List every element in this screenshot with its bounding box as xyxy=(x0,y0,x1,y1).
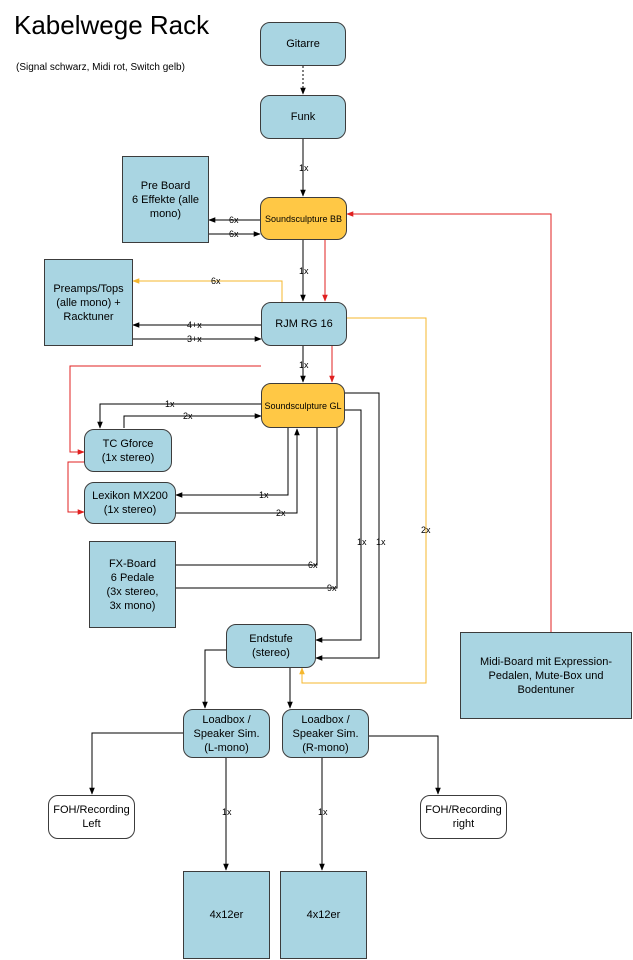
label-gl-tc-2: 2x xyxy=(183,411,193,421)
switch-rjm-end xyxy=(299,317,427,684)
link-gl-lex-2 xyxy=(176,428,300,514)
midi-board-bb xyxy=(346,211,552,632)
label-gl-tc-1: 1x xyxy=(165,399,175,409)
link-gl-end-2 xyxy=(315,392,380,661)
node-soundsculpture-gl: Soundsculpture GL xyxy=(261,383,345,428)
node-pre-board: Pre Board 6 Effekte (alle mono) xyxy=(122,156,209,243)
node-foh-right: FOH/Recording right xyxy=(420,795,507,839)
label-loadl-cab: 1x xyxy=(222,807,232,817)
node-funk: Funk xyxy=(260,95,346,139)
link-gl-lex-1 xyxy=(175,428,289,498)
link-fx-gl-1 xyxy=(176,428,318,566)
link-gl-tc-2 xyxy=(123,413,262,428)
label-switch-end: 2x xyxy=(421,525,431,535)
label-gl-end-2: 1x xyxy=(376,537,386,547)
label-rjm-preamps-2: 3+x xyxy=(187,334,202,344)
node-rjm-rg16: RJM RG 16 xyxy=(261,302,347,346)
switch-rjm-preamps xyxy=(132,278,283,302)
node-loadbox-right: Loadbox / Speaker Sim. (R-mono) xyxy=(282,709,369,758)
node-cabinet-right: 4x12er xyxy=(280,871,367,959)
label-fx-gl-2: 9x xyxy=(327,583,337,593)
node-midi-board: Midi-Board mit Expression- Pedalen, Mute… xyxy=(460,632,632,719)
label-gl-lex-1: 1x xyxy=(259,490,269,500)
midi-rjm-tc xyxy=(69,365,261,455)
midi-tc-lex xyxy=(67,461,85,515)
label-funk-bb: 1x xyxy=(299,163,309,173)
node-loadbox-left: Loadbox / Speaker Sim. (L-mono) xyxy=(183,709,270,758)
label-loadr-cab: 1x xyxy=(318,807,328,817)
label-bb-rjm: 1x xyxy=(299,266,309,276)
diagram-legend: (Signal schwarz, Midi rot, Switch gelb) xyxy=(16,62,185,73)
node-soundsculpture-bb: Soundsculpture BB xyxy=(260,197,347,240)
link-end-loadl xyxy=(202,649,226,709)
node-cabinet-left: 4x12er xyxy=(183,871,270,959)
link-loadr-foh xyxy=(369,735,441,795)
node-tc-gforce: TC Gforce (1x stereo) xyxy=(84,429,172,472)
label-gl-lex-2: 2x xyxy=(276,508,286,518)
node-endstufe: Endstufe (stereo) xyxy=(226,624,316,668)
label-rjm-preamps-switch: 6x xyxy=(211,276,221,286)
link-gl-tc-1 xyxy=(97,403,261,429)
label-fx-gl-1: 6x xyxy=(308,560,318,570)
link-fx-gl-2 xyxy=(176,428,338,589)
label-rjm-preamps-1: 4+x xyxy=(187,320,202,330)
node-fx-board: FX-Board 6 Pedale (3x stereo, 3x mono) xyxy=(89,541,176,628)
node-foh-left: FOH/Recording Left xyxy=(48,795,135,839)
node-gitarre: Gitarre xyxy=(260,22,346,66)
diagram-title: Kabelwege Rack xyxy=(14,10,210,40)
node-preamps: Preamps/Tops (alle mono) + Racktuner xyxy=(44,259,133,346)
label-rjm-gl: 1x xyxy=(299,360,309,370)
link-loadl-foh xyxy=(89,732,183,795)
node-lexikon: Lexikon MX200 (1x stereo) xyxy=(84,482,176,524)
label-bb-pre-1: 6x xyxy=(229,215,239,225)
label-bb-pre-2: 6x xyxy=(229,229,239,239)
label-gl-end-1: 1x xyxy=(357,537,367,547)
link-gl-end-1 xyxy=(315,409,362,643)
